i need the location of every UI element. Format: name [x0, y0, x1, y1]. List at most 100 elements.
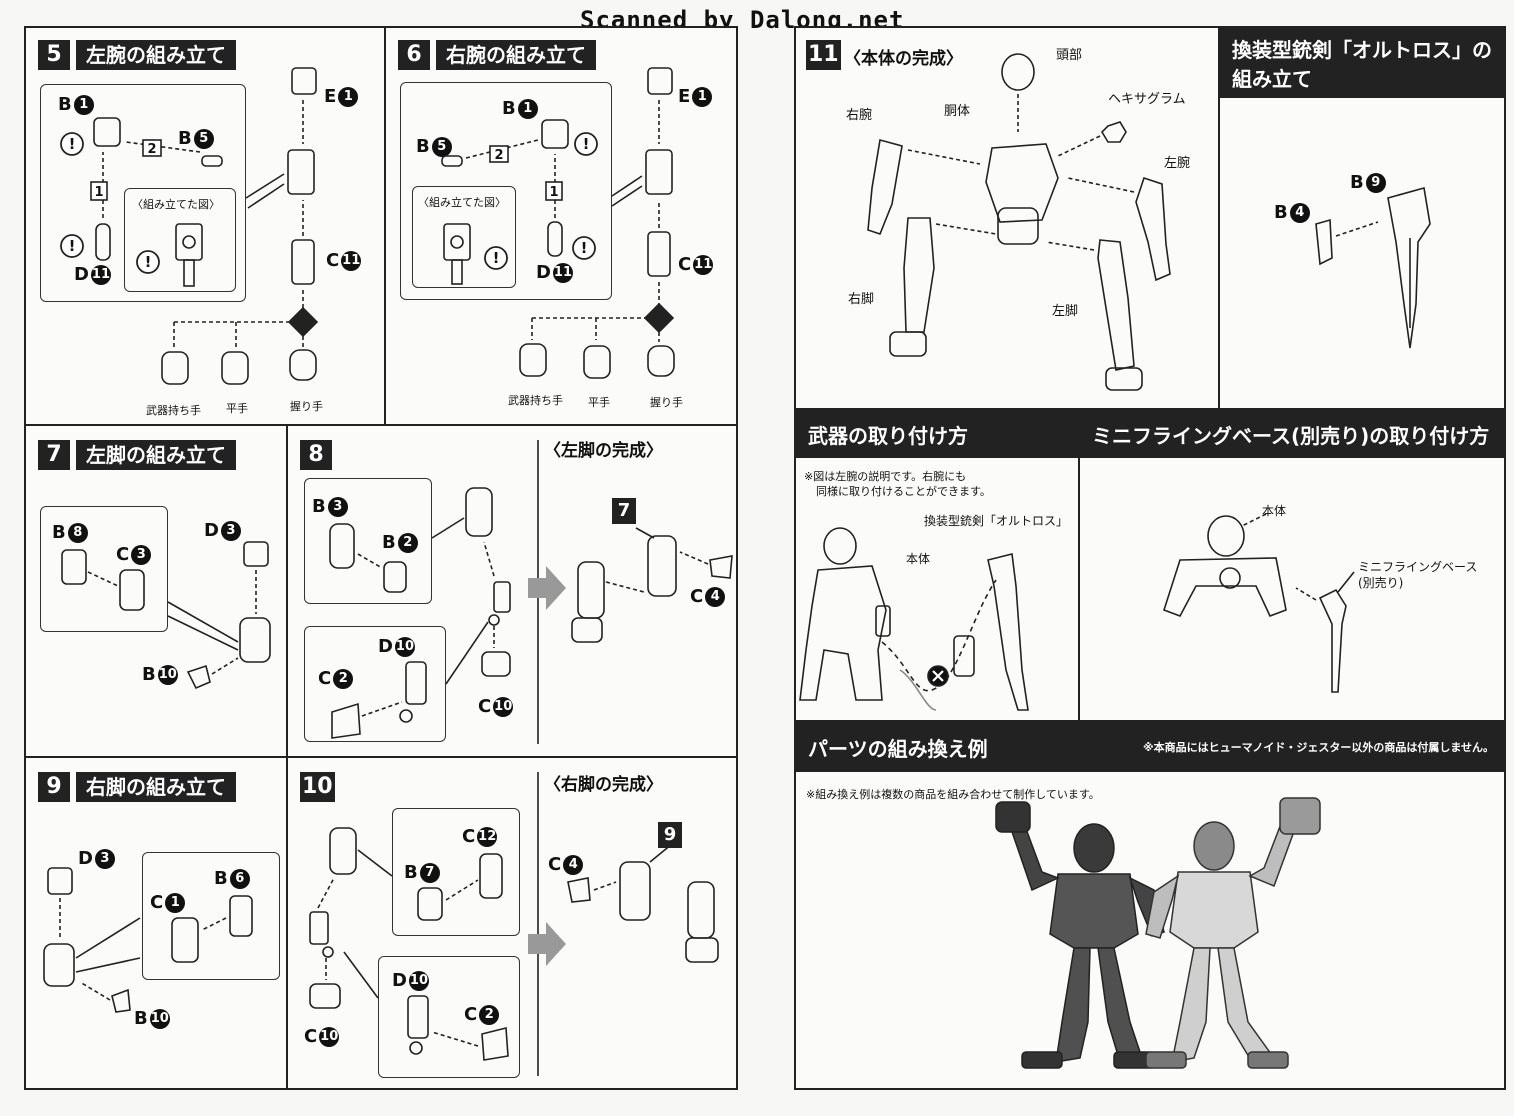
svg-text:!: !	[145, 253, 152, 271]
figures-photo	[995, 797, 1321, 1069]
label-hexagram: ヘキサグラム	[1108, 92, 1186, 107]
svg-text:!: !	[583, 135, 590, 153]
light-figure	[1145, 797, 1321, 1069]
label-torso: 胴体	[944, 104, 971, 119]
step-number: 11	[806, 40, 841, 70]
step-number: 10	[300, 772, 335, 802]
svg-text:!: !	[493, 249, 500, 267]
hand-label-open: 平手	[226, 402, 248, 415]
sword-title-line2: 組み立て	[1232, 67, 1312, 91]
sword-assembly-header: 換装型銃剣「オルトロス」の 組み立て	[1220, 28, 1504, 98]
step-title: 右脚の組み立て	[76, 772, 236, 802]
parts-swap-header: パーツの組み換え例 ※本商品にはヒューマノイド・ジェスター以外の商品は付属しませ…	[796, 722, 1504, 772]
flying-base-header: ミニフライングベース(別売り)の取り付け方	[1080, 410, 1504, 458]
step-number: 9	[38, 772, 70, 802]
assembled-view-label: 〈組み立てた図〉	[418, 196, 506, 209]
parts-box	[40, 84, 246, 302]
parts-box-upper	[392, 808, 520, 936]
parts-box-lower	[378, 956, 520, 1078]
parts-swap-note-right: ※本商品にはヒューマノイド・ジェスター以外の商品は付属しません。	[1142, 741, 1494, 754]
hand-label-open: 平手	[588, 396, 610, 409]
dark-figure	[995, 801, 1165, 1069]
step-number: 5	[38, 40, 70, 70]
assembled-view-box	[412, 186, 516, 288]
weapon-note-line2: 同様に取り付けることができます。	[816, 485, 991, 498]
flying-base-diagram	[1163, 513, 1355, 693]
base-body-label: 本体	[1262, 504, 1287, 518]
step-9-diagram	[43, 867, 253, 1013]
completion-title: 〈本体の完成〉	[844, 49, 963, 69]
step-11-panel: 11 〈本体の完成〉 頭部 胴体 右腕 ヘキサグラム 左腕 右脚 左脚	[794, 26, 1222, 410]
completion-title: 〈右脚の完成〉	[544, 775, 663, 795]
svg-text:!: !	[69, 135, 76, 153]
flying-base-panel: ミニフライングベース(別売り)の取り付け方 本体 ミニフライングベース (別売り…	[1078, 408, 1506, 722]
label-head: 頭部	[1056, 48, 1083, 63]
step-title: 右腕の組み立て	[436, 40, 596, 70]
parts-box-upper	[304, 478, 432, 604]
parts-swap-note: ※組み換え例は複数の商品を組み合わせて制作しています。	[806, 788, 1100, 801]
weapon-attach-panel: 武器の取り付け方 ※図は左腕の説明です。右腕にも 同様に取り付けることができます…	[794, 408, 1082, 722]
step-7-diagram	[61, 541, 271, 690]
arrow-step-1: 1	[549, 185, 558, 200]
weapon-note-line1: ※図は左腕の説明です。右腕にも	[804, 470, 967, 483]
hand-label-weapon: 武器持ち手	[508, 394, 563, 407]
base-label-line2: (別売り)	[1358, 576, 1404, 590]
step-5-diagram: 2 1 !!!	[60, 67, 319, 385]
hand-label-fist: 握り手	[290, 400, 323, 413]
sword-diagram	[1315, 186, 1431, 349]
label-right-leg: 右脚	[848, 292, 875, 307]
base-label-line1: ミニフライングベース	[1358, 560, 1478, 574]
assembled-view-box	[124, 188, 236, 292]
step-number: 6	[398, 40, 430, 70]
step-6-diagram: 2 1 !!!	[441, 67, 675, 379]
step-number: 7	[38, 440, 70, 470]
weapon-body-label: 本体	[906, 552, 931, 566]
weapon-attach-header: 武器の取り付け方	[796, 410, 1080, 458]
parts-box	[142, 852, 280, 980]
completion-title: 〈左脚の完成〉	[544, 441, 663, 461]
parts-swap-panel: パーツの組み換え例 ※本商品にはヒューマノイド・ジェスター以外の商品は付属しませ…	[794, 720, 1506, 1090]
label-left-arm: 左腕	[1164, 156, 1191, 171]
step-title: 左脚の組み立て	[76, 440, 236, 470]
hand-label-fist: 握り手	[650, 396, 683, 409]
svg-text:!: !	[581, 239, 588, 257]
sword-title-line1: 換装型銃剣「オルトロス」の	[1232, 38, 1492, 62]
parts-box	[40, 506, 168, 632]
step-8-diagram	[329, 440, 733, 744]
arrow-step-2: 2	[147, 142, 156, 157]
label-left-leg: 左脚	[1052, 304, 1079, 319]
step-reference: 9	[658, 822, 682, 848]
step-11-diagram	[867, 53, 1171, 391]
